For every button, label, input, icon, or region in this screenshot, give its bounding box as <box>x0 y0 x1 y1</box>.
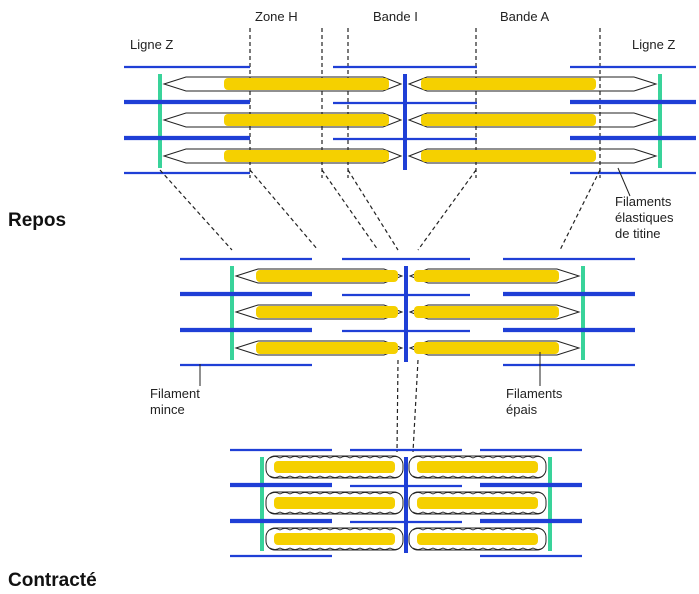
thick-filament <box>224 114 389 126</box>
svg-text:élastiques: élastiques <box>615 210 674 225</box>
titin-outline <box>162 76 403 92</box>
titin-wave <box>412 547 544 550</box>
thick-filament <box>417 497 538 509</box>
titin-outline <box>265 455 404 479</box>
thick-filament <box>224 150 389 162</box>
sarcomere-partial <box>180 257 635 367</box>
titin-wave <box>412 528 544 531</box>
titin-wave <box>269 492 401 495</box>
thick-filament <box>414 342 559 354</box>
thick-filament <box>417 461 538 473</box>
thick-filament <box>256 342 398 354</box>
titin-wave <box>412 475 544 478</box>
titin-outline <box>234 268 404 284</box>
svg-text:de titine: de titine <box>615 226 661 241</box>
thick-filament <box>224 78 389 90</box>
titin-outline <box>265 527 404 551</box>
svg-text:Filaments: Filaments <box>615 194 672 209</box>
titin-outline <box>265 491 404 515</box>
label-filaments-epais: Filaments épais <box>506 352 563 417</box>
titin-outline <box>234 340 404 356</box>
titin-outline <box>408 268 581 284</box>
svg-text:Filaments: Filaments <box>506 386 563 401</box>
thick-filament <box>417 533 538 545</box>
titin-outline <box>407 148 658 164</box>
transition-lines-1 <box>159 169 601 251</box>
thick-filament <box>256 306 398 318</box>
titin-wave <box>269 475 401 478</box>
label-repos: Repos <box>8 210 66 231</box>
thick-filament <box>421 78 596 90</box>
thick-filament <box>421 114 596 126</box>
thick-filament <box>274 461 395 473</box>
svg-text:Filament: Filament <box>150 386 200 401</box>
transition-lines-2 <box>396 359 419 453</box>
titin-wave <box>269 456 401 459</box>
titin-outline <box>162 148 403 164</box>
label-contracte: Contracté <box>8 570 97 591</box>
titin-outline <box>407 112 658 128</box>
titin-outline <box>408 527 547 551</box>
titin-outline <box>162 112 403 128</box>
titin-outline <box>234 304 404 320</box>
titin-wave <box>412 456 544 459</box>
svg-text:épais: épais <box>506 402 538 417</box>
titin-outline <box>408 455 547 479</box>
titin-wave <box>269 528 401 531</box>
label-bande-i: Bande I <box>373 9 418 24</box>
titin-outline <box>408 491 547 515</box>
thick-filament <box>414 270 559 282</box>
titin-outline <box>407 76 658 92</box>
sarcomere-rest <box>124 65 696 175</box>
thick-filament <box>421 150 596 162</box>
label-ligne-z-right: Ligne Z <box>632 37 675 52</box>
titin-wave <box>412 511 544 514</box>
titin-outline <box>408 340 581 356</box>
label-ligne-z-left: Ligne Z <box>130 37 173 52</box>
label-zone-h: Zone H <box>255 9 298 24</box>
band-guides <box>249 28 601 178</box>
label-bande-a: Bande A <box>500 9 549 24</box>
sarcomere-contracted <box>230 448 582 558</box>
thick-filament <box>274 533 395 545</box>
svg-text:mince: mince <box>150 402 185 417</box>
titin-wave <box>412 492 544 495</box>
titin-wave <box>269 547 401 550</box>
label-filaments-elastiques: Filaments élastiques de titine <box>615 167 674 241</box>
titin-outline <box>408 304 581 320</box>
thick-filament <box>414 306 559 318</box>
thick-filament <box>256 270 398 282</box>
titin-wave <box>269 511 401 514</box>
label-filament-mince: Filament mince <box>150 364 201 417</box>
thick-filament <box>274 497 395 509</box>
